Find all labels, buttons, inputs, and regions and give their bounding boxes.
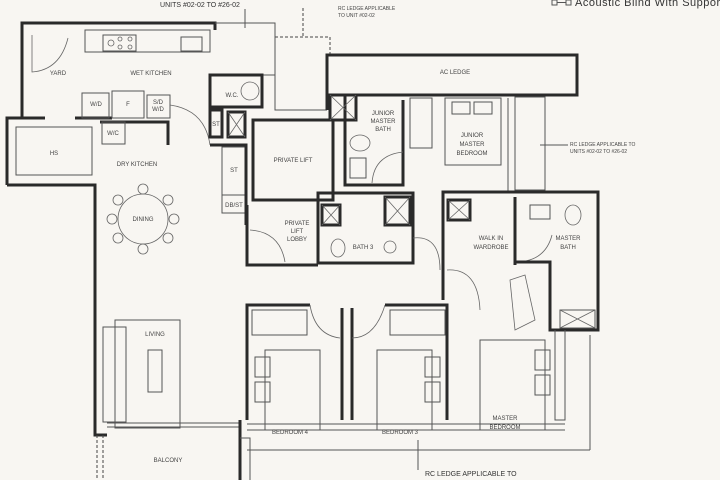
room-label-bath3: BATH 3	[353, 245, 374, 251]
annotation-rc-ledge-top: TO UNIT #02-02	[338, 13, 375, 19]
room-label-st: ST	[230, 168, 238, 174]
room-label-dining: DINING	[133, 217, 154, 223]
room-label-living: LIVING	[145, 332, 165, 338]
room-label-st: ST	[212, 122, 220, 128]
acoustic-blind-symbol	[551, 0, 572, 6]
room-label-wc-kitchen: W/C	[107, 131, 119, 137]
room-label-ac-ledge: AC LEDGE	[440, 70, 470, 76]
room-label-balcony: BALCONY	[154, 458, 183, 464]
room-label-wardrobe: WARDROBE	[473, 245, 508, 251]
room-label-master-bath: BATH	[560, 245, 576, 251]
room-label-master-bedroom: MASTER	[492, 416, 518, 422]
annotation-rc-ledge-bottom: RC LEDGE APPLICABLE TO	[425, 471, 517, 478]
room-label-dry-kitchen: DRY KITCHEN	[117, 162, 157, 168]
room-label-master-bath: MASTER	[555, 236, 581, 242]
room-label-hs: HS	[50, 151, 58, 157]
legend-label: Acoustic Blind With Supports	[575, 0, 720, 9]
room-label-master-bedroom: BEDROOM	[489, 425, 520, 431]
appliance-label-wd: W/D	[90, 102, 102, 108]
room-label-lobby: LOBBY	[287, 237, 307, 243]
room-label-wet-kitchen: WET KITCHEN	[130, 71, 171, 77]
room-label-wardrobe: WALK IN	[479, 236, 503, 242]
room-label-jr-bedroom: JUNIOR	[461, 133, 484, 139]
room-label-dbst: DB/ST	[225, 203, 243, 209]
annotation-top-cut: UNITS #02-02 TO #26-02	[160, 2, 240, 9]
room-label-wc: W.C.	[226, 93, 239, 99]
annotation-rc-ledge-right: UNITS #02-02 TO #26-02	[570, 149, 627, 155]
appliance-label-fridge: F	[126, 102, 130, 108]
annotation-rc-ledge-top: RC LEDGE APPLICABLE	[338, 6, 396, 12]
dining-table	[106, 183, 180, 255]
annotation-rc-ledge-right: RC LEDGE APPLICABLE TO	[570, 142, 636, 148]
room-label-bedroom3: BEDROOM 3	[382, 430, 419, 436]
room-label-bedroom4: BEDROOM 4	[272, 430, 309, 436]
appliance-label-sd-wd: W/D	[152, 107, 164, 113]
room-label-lobby: LIFT	[291, 229, 304, 235]
leader-line	[275, 8, 331, 55]
room-label-jr-bedroom: MASTER	[459, 142, 485, 148]
room-label-jr-bath: MASTER	[370, 119, 396, 125]
room-label-jr-bedroom: BEDROOM	[456, 151, 487, 157]
room-label-jr-bath: BATH	[375, 127, 391, 133]
walls	[5, 21, 600, 480]
room-label-yard: YARD	[50, 71, 67, 77]
room-label-private-lift: PRIVATE LIFT	[274, 158, 313, 164]
room-label-jr-bath: JUNIOR	[372, 111, 395, 117]
appliance-label-sd: S/D	[153, 100, 164, 106]
room-label-lobby: PRIVATE	[285, 221, 310, 227]
